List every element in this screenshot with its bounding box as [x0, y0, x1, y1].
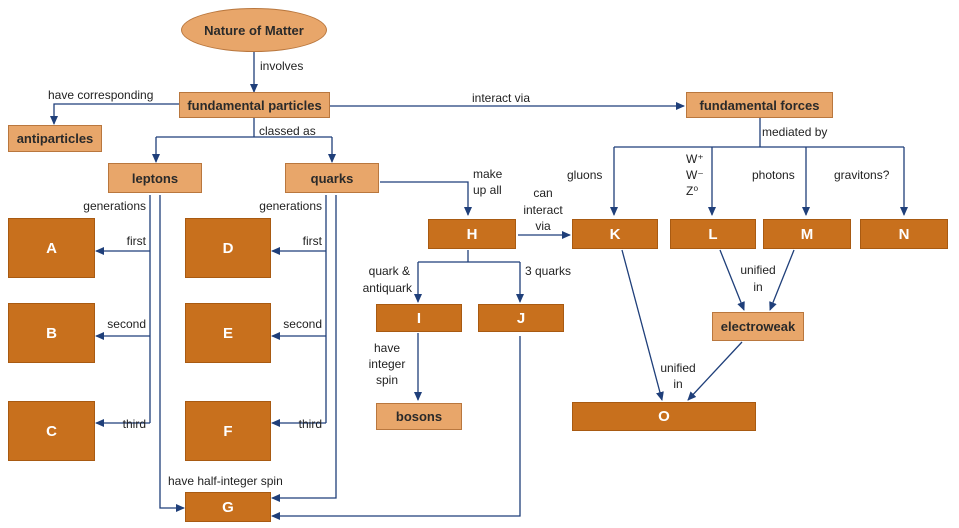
node-n: N — [860, 219, 948, 249]
label-in-lm: in — [753, 280, 763, 294]
node-b: B — [8, 303, 95, 363]
label-second-lepton: second — [107, 317, 146, 331]
node-o: O — [572, 402, 756, 431]
label-can: can — [533, 186, 553, 200]
fundamental-forces-node: fundamental forces — [686, 92, 833, 118]
node-h: H — [428, 219, 516, 249]
label-involves: involves — [260, 59, 304, 73]
node-f: F — [185, 401, 271, 461]
label-antiquark: antiquark — [362, 281, 412, 295]
label-up-all: up all — [473, 183, 502, 197]
bosons-node: bosons — [376, 403, 462, 430]
node-k: K — [572, 219, 658, 249]
label-classed-as: classed as — [259, 124, 316, 138]
label-gluons: gluons — [567, 168, 603, 182]
node-c: C — [8, 401, 95, 461]
arrow-quarks-g — [271, 195, 337, 502]
electroweak-node: electroweak — [712, 312, 804, 341]
arrow-antiparticles — [50, 103, 180, 125]
arrow-electroweak-o — [687, 341, 743, 401]
label-gravitons: gravitons? — [834, 168, 890, 182]
leptons-node: leptons — [108, 163, 202, 193]
label-interact: interact — [523, 203, 563, 217]
label-3-quarks: 3 quarks — [525, 264, 572, 278]
node-g: G — [185, 492, 271, 522]
label-half-integer-spin: have half-integer spin — [168, 474, 283, 488]
label-spin: spin — [375, 373, 398, 387]
label-generations-leptons: generations — [83, 199, 146, 213]
label-second-quark: second — [283, 317, 322, 331]
label-third-quark: third — [298, 417, 322, 431]
label-have: have — [373, 341, 401, 355]
nature-of-matter-node: Nature of Matter — [181, 8, 327, 52]
arrow-j-g — [271, 336, 521, 520]
arrow-l-electroweak — [719, 249, 745, 311]
label-photons: photons — [752, 168, 795, 182]
label-make: make — [473, 167, 503, 181]
node-e: E — [185, 303, 271, 363]
label-integer: integer — [368, 357, 406, 371]
label-w-plus: W⁺ — [686, 152, 704, 166]
label-quark-and: quark & — [368, 264, 410, 278]
arrow-make-up-all — [380, 181, 472, 216]
label-w-minus: W⁻ — [686, 168, 704, 182]
node-d: D — [185, 218, 271, 278]
node-j: J — [478, 304, 564, 332]
label-unified-ko: unified — [660, 361, 696, 375]
label-mediated-by: mediated by — [762, 125, 828, 139]
label-first-quark: first — [302, 234, 322, 248]
arrow-m-electroweak — [769, 249, 795, 311]
fundamental-particles-node: fundamental particles — [179, 92, 330, 118]
node-m: M — [763, 219, 851, 249]
node-i: I — [376, 304, 462, 332]
label-in-ko: in — [673, 377, 683, 391]
label-first-lepton: first — [126, 234, 146, 248]
node-a: A — [8, 218, 95, 278]
label-have-corresponding: have corresponding — [48, 88, 154, 102]
label-via: via — [535, 219, 551, 233]
node-l: L — [670, 219, 756, 249]
label-third-lepton: third — [122, 417, 146, 431]
label-generations-quarks: generations — [259, 199, 322, 213]
label-interact-via: interact via — [472, 91, 531, 105]
label-z-zero: Z⁰ — [686, 184, 699, 198]
quarks-node: quarks — [285, 163, 379, 193]
antiparticles-node: antiparticles — [8, 125, 102, 152]
label-unified-lm: unified — [740, 263, 776, 277]
arrow-k-o — [621, 249, 664, 401]
arrow-leptons-g — [159, 195, 185, 512]
